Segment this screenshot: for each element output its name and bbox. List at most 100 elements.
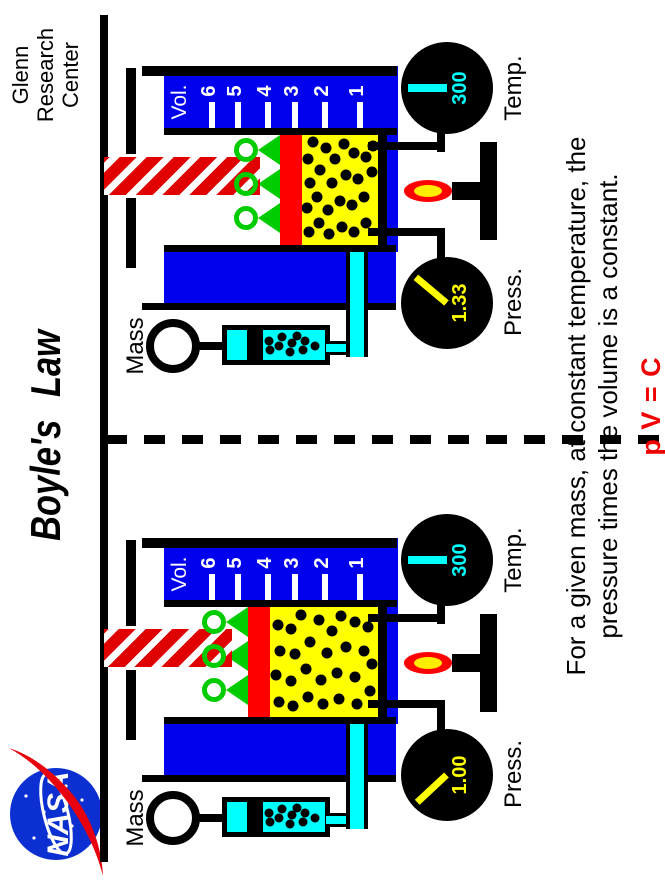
temperature-gauge-pipe [368,614,444,622]
burner-base [480,142,497,240]
spring-coil [202,678,226,702]
ruler-tick [357,102,363,128]
molecule-dot [304,177,316,189]
molecule-dot [364,685,376,697]
molecule-dot [335,610,347,622]
molecule-dot [285,819,295,829]
spring-cone [226,675,248,705]
molecule-dot [295,609,307,621]
pressure-gauge: 1.33 [401,257,493,349]
molecule-dot [270,669,282,681]
molecule-dot [340,169,352,181]
molecule-dot [285,347,295,357]
ruler-number: 6 [198,85,220,97]
molecule-dot [326,625,338,637]
vol-label: Vol. [168,84,191,120]
molecule-dot [285,675,297,687]
molecule-dot [274,813,284,823]
molecule-dot [366,658,378,670]
molecule-dot [264,336,274,346]
cylinder-wall-outer-right [142,66,397,76]
nasa-logo-icon: NASA [9,748,103,876]
burner-stem [452,654,480,672]
gas-chamber [270,607,382,717]
ruler-tick [322,102,328,128]
ruler-tick [357,574,363,600]
ruler-number: 5 [224,557,246,569]
caption: For a given mass, at constant temperatur… [560,39,624,773]
burner-stem [452,182,480,200]
ruler-number: 2 [311,85,333,97]
flame-core [414,657,442,669]
molecule-dot [310,813,320,823]
molecule-dot [358,191,370,203]
ruler-tick [292,574,298,600]
temperature-value: 300 [449,71,471,105]
pressure-value: 1.33 [449,283,471,323]
supply-tube [346,238,368,357]
molecule-dot [351,698,363,710]
pressure-label: Press. [500,268,527,337]
ruler-tick [209,102,215,128]
pressure-gauge-pipe [368,228,444,236]
ruler-number: 1 [346,557,368,569]
syringe-fluid-top [227,802,247,832]
caption-line-2: pressure times the volume is a constant. [593,173,623,639]
molecule-dot [298,817,308,827]
caption-line-1: For a given mass, at constant temperatur… [561,136,591,676]
ruler-tick [292,102,298,128]
syringe-fluid [263,802,325,832]
spring-coil [234,206,258,230]
pressure-value: 1.00 [449,755,471,795]
molecule-dot [333,693,345,705]
syringe-stem [198,814,224,822]
ruler-number: 3 [281,557,303,569]
ruler-number: 1 [346,85,368,97]
molecule-dot [346,199,358,211]
molecule-dot [302,691,314,703]
molecule-dot [310,341,320,351]
ruler-number: 2 [311,557,333,569]
molecule-dot [302,153,314,165]
cylinder-top-cap [126,68,136,154]
molecule-dot [348,147,360,159]
syringe-stem [198,342,224,350]
volume-ruler: Vol. 6 5 4 3 2 1 [164,548,397,600]
syringe-plunger [247,330,263,360]
molecule-dot [265,345,275,355]
flame-core [414,185,442,197]
spring-cone [258,203,280,233]
pressure-gauge-pipe [368,700,444,708]
molecule-dot [338,138,350,150]
molecule-dot [287,700,299,712]
burner-base [480,614,497,712]
spring-coil [202,610,226,634]
temperature-label: Temp. [500,527,527,593]
molecule-dot [349,671,361,683]
volume-ruler: Vol. 6 5 4 3 2 1 [164,76,397,128]
cylinder-wall-inner-left [164,717,396,724]
molecule-dot [360,151,372,163]
molecule-dot [349,616,361,628]
molecule-dot [303,226,315,238]
cylinder-wall-inner-right [164,600,397,607]
cylinder-top-cap [126,670,136,740]
pressure-gauge: 1.00 [401,729,493,821]
ruler-number: 5 [224,85,246,97]
molecule-dot [315,674,327,686]
molecule-dot [285,623,297,635]
molecule-dot [313,217,325,229]
ruler-number: 6 [198,557,220,569]
vol-label: Vol. [168,556,191,592]
molecule-dot [329,153,341,165]
piston [248,607,270,717]
syringe-plunger [247,802,263,832]
logo-vector-swoosh [9,748,103,876]
molecule-dot [277,332,287,342]
temperature-needle [408,84,447,92]
molecule-dot [362,621,374,633]
molecule-dot [264,808,274,818]
molecule-dot [348,226,360,238]
ruler-number: 3 [281,85,303,97]
cylinder-top-cap [126,540,136,626]
